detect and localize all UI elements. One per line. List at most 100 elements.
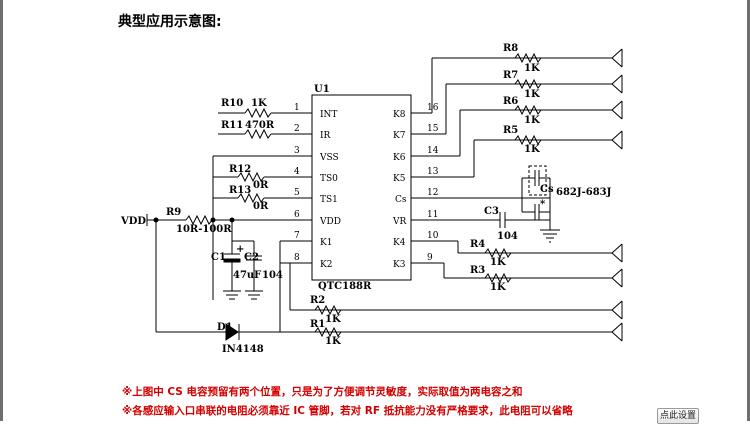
pin11-name: VR [392, 217, 406, 227]
cs-value: 682J-683J [556, 187, 612, 198]
resistor-r9 [185, 214, 280, 226]
pin4-num: 4 [294, 167, 300, 177]
pin15-name: K7 [393, 131, 406, 141]
k4-net [432, 240, 612, 254]
resistor-r8 [514, 52, 542, 64]
pin3-name: VSS [319, 153, 339, 163]
resistor-r11 [218, 128, 280, 140]
r2-value: 1K [325, 314, 341, 325]
c1-plus: + [236, 244, 244, 255]
touch-pad-icon [611, 100, 623, 120]
r5-value: 1K [524, 144, 540, 155]
pin12-num: 12 [427, 188, 438, 198]
r3-ref: R3 [470, 265, 485, 276]
pin2-name: IR [320, 131, 331, 141]
vss-bus [212, 155, 280, 300]
r11-ref: R11 [221, 120, 243, 131]
pin6-name: VDD [319, 217, 341, 227]
r9-value: 10R-100R [176, 224, 232, 235]
resistor-r6 [514, 104, 542, 116]
pin12-name: Cs [395, 195, 407, 205]
resistor-r3 [484, 272, 512, 284]
settings-button[interactable]: 点此设置 [657, 408, 699, 424]
pin11-num: 11 [427, 210, 438, 220]
r3-value: 1K [490, 282, 506, 293]
ground-symbol-cs [540, 229, 560, 243]
pin15-num: 15 [427, 124, 439, 134]
pin7-num: 7 [294, 231, 300, 241]
k8-net [431, 57, 612, 113]
note-cs-capacitor: ※上图中 CS 电容预留有两个位置，只是为了方便调节灵敏度，实际取值为两电容之和 [122, 386, 523, 398]
resistor-r10 [218, 107, 280, 119]
touch-electrode-icons [611, 48, 623, 342]
k3-net [432, 262, 612, 279]
r6-value: 1K [524, 115, 540, 126]
k2-net [289, 263, 612, 311]
r7-ref: R7 [503, 70, 518, 81]
r1-ref: R1 [310, 319, 325, 330]
resistor-r2 [314, 304, 342, 316]
diagram-heading: 典型应用示意图: [118, 14, 222, 30]
pin2-num: 2 [294, 124, 300, 134]
capacitor-cs [432, 170, 551, 230]
c2-ref: C2 [244, 252, 259, 263]
pin13-num: 13 [427, 167, 439, 177]
d1-value: IN4148 [222, 344, 264, 355]
ic-part: QTC188R [318, 281, 372, 292]
pin4-name: TS0 [320, 174, 338, 184]
cs-dashed-box [528, 165, 547, 196]
touch-pad-icon [611, 268, 623, 288]
c3-ref: C3 [484, 206, 499, 217]
r5-ref: R5 [503, 125, 518, 136]
r8-value: 1K [524, 63, 540, 74]
r12-ref: R12 [229, 164, 251, 175]
resistor-r7 [514, 78, 542, 90]
pin5-num: 5 [294, 188, 300, 198]
pin9-num: 9 [427, 253, 433, 263]
pin6-num: 6 [294, 210, 300, 220]
window-left-edge [0, 0, 3, 421]
pin8-name: K2 [320, 260, 332, 270]
touch-pad-icon [611, 130, 623, 150]
pin10-name: K4 [393, 238, 406, 248]
c2-value: 104 [262, 270, 283, 281]
r13-ref: R13 [229, 185, 251, 196]
r13-value: 0R [253, 201, 269, 212]
r1-value: 1K [325, 336, 341, 347]
resistor-r12 [237, 171, 280, 183]
touch-pad-icon [611, 74, 623, 94]
r8-ref: R8 [503, 43, 518, 54]
touch-pad-icon [611, 243, 623, 263]
c1-value: 47uF [233, 270, 261, 281]
vdd-label: VDD [120, 216, 146, 227]
c3-value: 104 [497, 231, 518, 242]
ic-right-pin-lines [411, 112, 432, 264]
k7-net [432, 83, 612, 135]
r9-junction [210, 217, 216, 223]
r11-value: 470R [245, 120, 275, 131]
pin1-num: 1 [294, 103, 300, 113]
window-right-edge [747, 0, 750, 421]
note-series-resistor: ※各感应输入口串联的电阻必须靠近 IC 管脚，若对 RF 抵抗能力没有严格要求，… [122, 405, 573, 417]
pin13-name: K5 [393, 174, 406, 184]
pin14-num: 14 [427, 146, 439, 156]
d1-ref: D1 [217, 322, 233, 333]
pin16-name: K8 [393, 110, 406, 120]
pin3-num: 3 [294, 146, 300, 156]
ic-left-pin-lines [280, 112, 312, 264]
touch-pad-icon [611, 48, 623, 68]
diode-path [155, 220, 612, 341]
cs-ref: Cs [540, 184, 554, 195]
r9-ref: R9 [166, 207, 181, 218]
pin5-name: TS1 [320, 195, 338, 205]
pin9-name: K3 [393, 260, 406, 270]
r10-value: 1K [251, 98, 267, 109]
ic-ref: U1 [314, 84, 330, 95]
r6-ref: R6 [503, 96, 518, 107]
pin1-name: INT [320, 110, 337, 120]
capacitor-c2 [232, 240, 263, 300]
ic-body [311, 94, 412, 281]
pin7-name: K1 [320, 238, 332, 248]
r7-value: 1K [524, 89, 540, 100]
resistor-r1 [314, 326, 342, 338]
